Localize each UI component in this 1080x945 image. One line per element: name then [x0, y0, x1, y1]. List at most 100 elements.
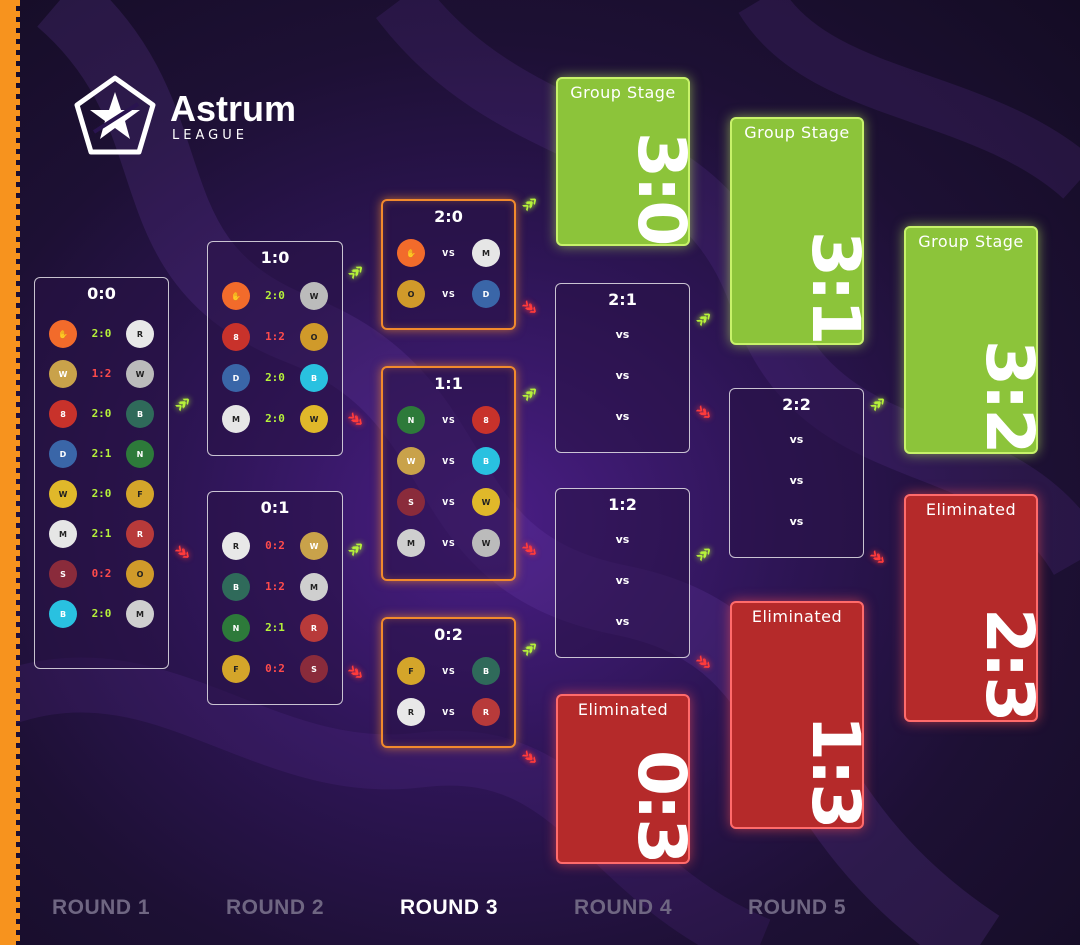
bandit-team-logo-icon[interactable]: B: [126, 400, 154, 428]
mask-team-logo-icon[interactable]: M: [49, 520, 77, 548]
warrior-team-logo-icon[interactable]: W: [300, 532, 328, 560]
round-5-label[interactable]: ROUND 5: [747, 896, 846, 919]
ninja-team-logo-icon[interactable]: N: [222, 614, 250, 642]
raptor-team-logo-icon[interactable]: R: [300, 614, 328, 642]
record-title: 2:2: [782, 395, 811, 414]
outcome-label: Eliminated: [751, 607, 843, 626]
record-title: 0:2: [434, 625, 463, 644]
drop-arrow-icon: »»: [342, 405, 365, 430]
bandit-team-logo-icon[interactable]: B: [222, 573, 250, 601]
match-row[interactable]: 8 2:0 B: [35, 396, 168, 430]
funny-team-logo-icon[interactable]: F: [397, 657, 425, 685]
bandit-team-logo-icon[interactable]: B: [472, 657, 500, 685]
match-score: 0:2: [91, 567, 112, 580]
warrior-team-logo-icon[interactable]: W: [397, 447, 425, 475]
outcome-label: Group Stage: [918, 232, 1024, 251]
match-row[interactable]: S 0:2 O: [35, 556, 168, 590]
versus-label: vs: [441, 495, 456, 508]
repulse-team-logo-icon[interactable]: R: [397, 698, 425, 726]
bird-team-logo-icon[interactable]: B: [300, 364, 328, 392]
match-score: 2:1: [265, 621, 285, 634]
hand-team-logo-icon[interactable]: ✋: [397, 239, 425, 267]
ninja-team-logo-icon[interactable]: N: [126, 440, 154, 468]
dd-team-logo-icon[interactable]: D: [222, 364, 250, 392]
round-3-label[interactable]: ROUND 3: [399, 896, 498, 919]
ninja-team-logo-icon[interactable]: N: [397, 406, 425, 434]
match-score: 2:1: [91, 447, 112, 460]
otpuntov-team-logo-icon[interactable]: O: [397, 280, 425, 308]
funny-team-logo-icon[interactable]: F: [222, 655, 250, 683]
samurai-team-logo-icon[interactable]: S: [397, 488, 425, 516]
record-title: 1:2: [608, 495, 637, 514]
metaforce-team-logo-icon[interactable]: M: [126, 600, 154, 628]
match-row[interactable]: 8 1:2 O: [208, 319, 342, 353]
bird-team-logo-icon[interactable]: B: [49, 600, 77, 628]
vv-team-logo-icon[interactable]: W: [300, 282, 328, 310]
match-row[interactable]: D 2:1 N: [35, 436, 168, 470]
samurai-team-logo-icon[interactable]: S: [300, 655, 328, 683]
repulse-team-logo-icon[interactable]: R: [222, 532, 250, 560]
raptor-team-logo-icon[interactable]: R: [472, 698, 500, 726]
advance-arrow-icon: »»: [516, 193, 539, 218]
versus-label: vs: [615, 533, 630, 546]
mask-team-logo-icon[interactable]: M: [472, 239, 500, 267]
warrior-team-logo-icon[interactable]: W: [49, 360, 77, 388]
8bit-team-logo-icon[interactable]: 8: [472, 406, 500, 434]
funny-team-logo-icon[interactable]: F: [126, 480, 154, 508]
vv-team-logo-icon[interactable]: W: [126, 360, 154, 388]
round-2-label[interactable]: ROUND 2: [225, 896, 324, 919]
raptor-team-logo-icon[interactable]: R: [126, 520, 154, 548]
brand-name: Astrum: [170, 87, 297, 129]
metaforce-team-logo-icon[interactable]: M: [397, 529, 425, 557]
match-row[interactable]: N 2:1 R: [208, 610, 342, 644]
versus-label: vs: [441, 664, 456, 677]
8bit-team-logo-icon[interactable]: 8: [49, 400, 77, 428]
round-1-label[interactable]: ROUND 1: [51, 896, 150, 919]
bird-team-logo-icon[interactable]: B: [472, 447, 500, 475]
final-record: 0:3: [623, 749, 690, 862]
repulse-team-logo-icon[interactable]: R: [126, 320, 154, 348]
dd-team-logo-icon[interactable]: D: [49, 440, 77, 468]
versus-label: vs: [441, 536, 456, 549]
versus-label: vs: [441, 454, 456, 467]
samurai-team-logo-icon[interactable]: S: [49, 560, 77, 588]
hand-team-logo-icon[interactable]: ✋: [222, 282, 250, 310]
match-score: 2:0: [91, 407, 112, 420]
brand-subtitle: LEAGUE: [172, 127, 248, 143]
metaforce-team-logo-icon[interactable]: M: [300, 573, 328, 601]
wolf-team-logo-icon[interactable]: W: [49, 480, 77, 508]
round-4-label[interactable]: ROUND 4: [573, 896, 672, 919]
8bit-team-logo-icon[interactable]: 8: [222, 323, 250, 351]
wolf-team-logo-icon[interactable]: W: [472, 488, 500, 516]
wolf-team-logo-icon[interactable]: W: [300, 405, 328, 433]
otpuntov-team-logo-icon[interactable]: O: [300, 323, 328, 351]
vv-team-logo-icon[interactable]: W: [472, 529, 500, 557]
hand-team-logo-icon[interactable]: ✋: [49, 320, 77, 348]
otpuntov-team-logo-icon[interactable]: O: [126, 560, 154, 588]
dd-team-logo-icon[interactable]: D: [472, 280, 500, 308]
match-score: 1:2: [265, 330, 285, 343]
mask-team-logo-icon[interactable]: M: [222, 405, 250, 433]
